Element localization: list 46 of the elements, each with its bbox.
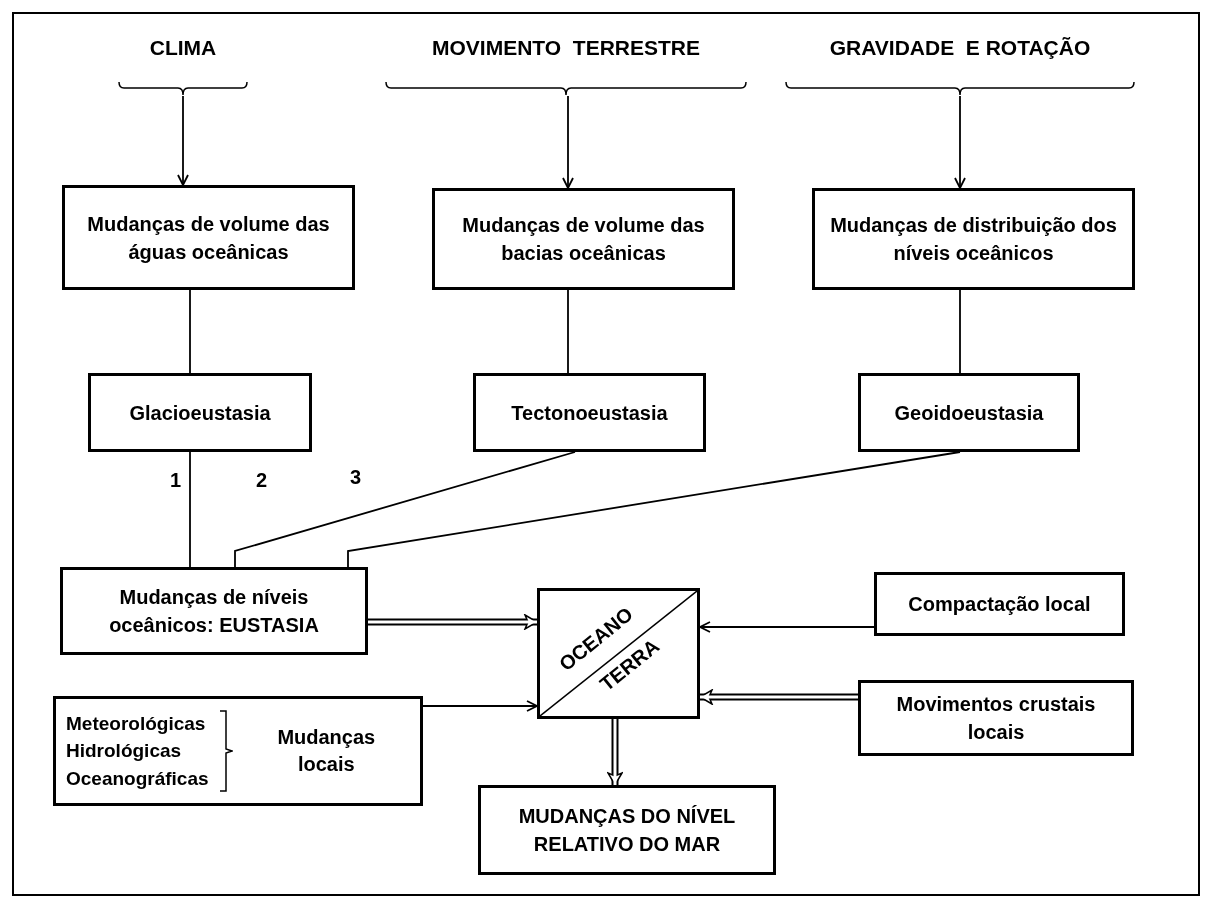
arrow [607, 719, 623, 786]
box-label: Geoidoeustasia [894, 400, 1044, 426]
connector-line [567, 289, 569, 374]
process-box [53, 696, 423, 806]
arrow [954, 95, 966, 189]
box-label: Mudanças de níveis oceânicos: EUSTASIA [108, 585, 320, 638]
process-box [62, 185, 355, 290]
box-label: Mudanças de distribuição dos níveis oceânicos [829, 213, 1118, 266]
process-box [858, 680, 1134, 756]
process-box [88, 373, 312, 452]
process-box [478, 785, 776, 875]
process-box [858, 373, 1080, 452]
connector-line [189, 289, 191, 374]
process-box [874, 572, 1125, 636]
box-label: Movimentos crustais locais [895, 692, 1097, 745]
box-label: MUDANÇAS DO NÍVEL RELATIVO DO MAR [517, 804, 737, 857]
arrow [699, 621, 875, 633]
factor-label: Meteorológicas [66, 711, 207, 736]
category-heading: MOVIMENTO TERRESTRE [432, 37, 700, 58]
box-label: Mudanças de volume das águas oceânicas [86, 211, 331, 265]
connector-line [189, 451, 191, 568]
factor-label: Hidrológicas [66, 739, 183, 764]
connector-line [347, 451, 961, 568]
box-label: Mudanças de volume das bacias oceânicas [461, 213, 706, 266]
edge-label: 3 [348, 467, 364, 487]
arrow [699, 689, 858, 705]
factor-label: Oceanográficas [66, 766, 209, 791]
box-label: Compactação local [908, 592, 1091, 617]
arrow [562, 95, 574, 189]
process-box [60, 567, 368, 655]
process-box [432, 188, 735, 290]
box-label: Tectonoeustasia [511, 400, 668, 426]
ocean-land-box [537, 588, 700, 719]
edge-label: 1 [168, 470, 184, 490]
process-box [812, 188, 1135, 290]
arrow [368, 614, 538, 630]
arrow [177, 95, 189, 186]
process-box [473, 373, 706, 452]
box-label: Mudanças locais [276, 725, 377, 777]
category-heading: GRAVIDADE E ROTAÇÃO [829, 37, 1091, 58]
category-heading: CLIMA [149, 37, 217, 58]
edge-label: 2 [254, 470, 270, 490]
arrow [422, 700, 538, 712]
connector-line [959, 289, 961, 374]
connector-line [234, 451, 576, 568]
box-label: Glacioeustasia [129, 400, 271, 426]
